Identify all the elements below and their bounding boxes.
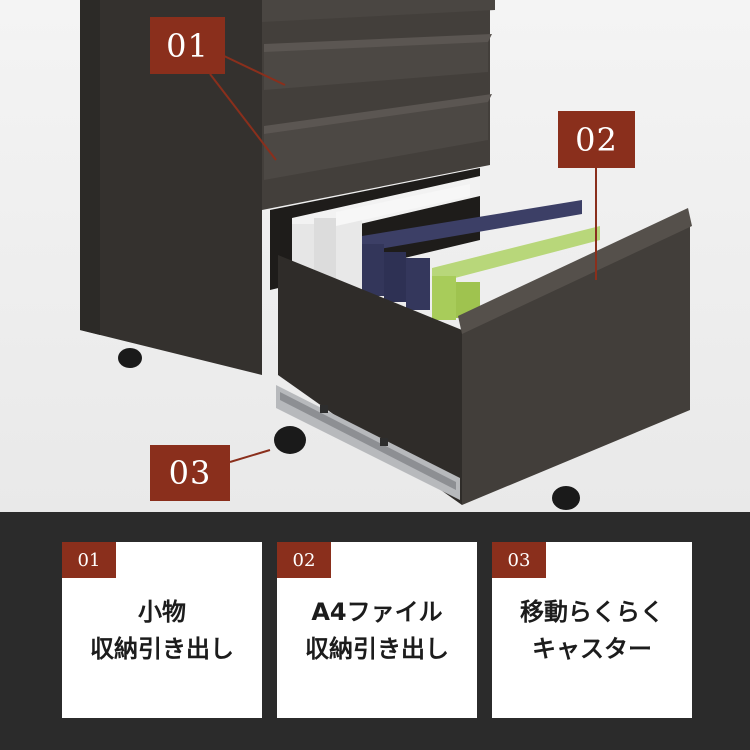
feature-text: 小物 収納引き出し [62, 594, 262, 668]
feature-line-2: キャスター [532, 635, 652, 663]
feature-text: 移動らくらく キャスター [492, 594, 692, 668]
feature-line-1: 小物 [138, 598, 186, 626]
cabinet-illustration [80, 0, 692, 510]
feature-card-01: 01 小物 収納引き出し [62, 542, 262, 718]
feature-number-badge: 01 [62, 542, 116, 578]
drawer-file-side [278, 255, 462, 505]
casters [118, 348, 580, 510]
feature-line-1: 移動らくらく [520, 598, 664, 626]
feature-number-badge: 02 [277, 542, 331, 578]
feature-card-02: 02 A4ファイル 収納引き出し [277, 542, 477, 718]
product-photo: 01 02 03 [0, 0, 750, 512]
callout-03: 03 [150, 445, 230, 501]
drawer-small-top [264, 38, 488, 90]
feature-text: A4ファイル 収納引き出し [277, 594, 477, 668]
feature-line-2: 収納引き出し [90, 635, 234, 663]
slide-rail [276, 385, 460, 500]
feature-line-1: A4ファイル [311, 598, 443, 626]
drawer-file-front [462, 222, 690, 505]
cabinet-side [80, 0, 262, 375]
feature-card-03: 03 移動らくらく キャスター [492, 542, 692, 718]
feature-number-badge: 03 [492, 542, 546, 578]
drawer-small-middle [264, 98, 488, 180]
callout-02: 02 [558, 111, 635, 168]
feature-line-2: 収納引き出し [305, 635, 449, 663]
leader-lines [209, 54, 597, 463]
callout-01: 01 [150, 17, 225, 74]
